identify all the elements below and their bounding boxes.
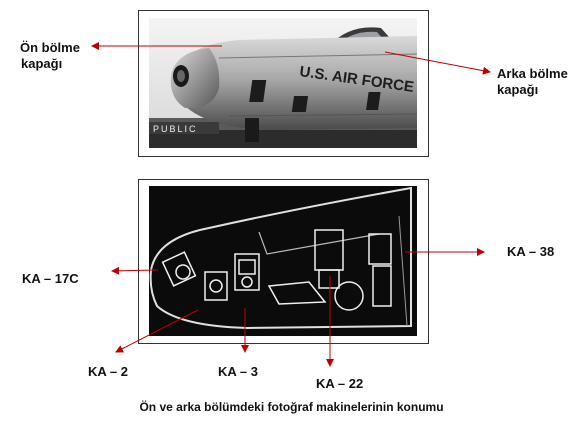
label-rear-hatch-line2: kapağı [497,82,539,97]
label-ka22: KA – 22 [316,376,364,391]
label-ka38: KA – 38 [507,244,555,259]
camera-bay-photo-frame [138,179,429,344]
label-front-hatch: Ön bölme kapağı [20,40,80,72]
label-rear-hatch: Arka bölme kapağı [497,66,568,98]
label-ka3: KA – 3 [218,364,258,379]
figure-caption: Ön ve arka bölümdeki fotoğraf makineleri… [139,400,444,414]
arrow-ka2 [115,309,199,353]
public-sign: PUBLIC [153,124,198,134]
aircraft-photo-frame: U.S. AIR FORCE PUBLIC [138,10,429,157]
label-ka2: KA – 2 [88,364,128,379]
arrow-rear-hatch [384,51,491,75]
label-ka17c: KA – 17C [22,271,79,286]
camera-bay-illustration [149,186,417,336]
label-rear-hatch-line1: Arka bölme [497,66,568,81]
camera-bay-photo [149,186,417,336]
label-front-hatch-line1: Ön bölme [20,40,80,55]
arrow-ka17c [111,266,159,275]
aircraft-photo: U.S. AIR FORCE PUBLIC [149,18,417,148]
label-front-hatch-line2: kapağı [21,56,63,71]
aircraft-nose-illustration: U.S. AIR FORCE PUBLIC [149,18,417,148]
